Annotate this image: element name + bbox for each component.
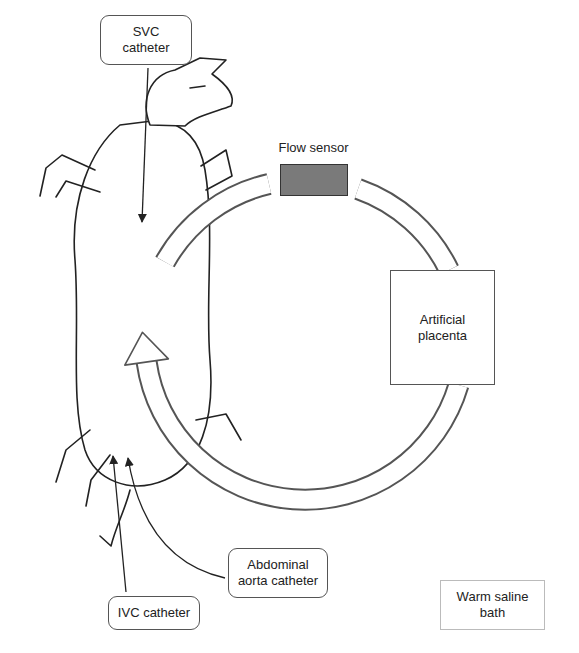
leader-lines: [113, 68, 225, 592]
placenta-box: Artificial placenta: [390, 270, 495, 385]
callout-box: SVC catheter: [100, 15, 192, 65]
note-box: Warm saline bath: [440, 580, 545, 630]
node-label: IVC catheter: [118, 605, 190, 621]
node-label: Abdominal aorta catheter: [237, 557, 319, 589]
node-label: Warm saline bath: [449, 589, 536, 621]
node-label: Artificial placenta: [399, 312, 486, 344]
flow-sensor: Flow sensor: [269, 140, 358, 196]
callout-box: IVC catheter: [108, 596, 200, 630]
node-label: Flow sensor: [278, 140, 348, 156]
flow-connector: [358, 189, 449, 270]
node-label: SVC catheter: [109, 24, 183, 56]
sensor-block: [280, 164, 348, 196]
callout-box: Abdominal aorta catheter: [228, 548, 328, 598]
